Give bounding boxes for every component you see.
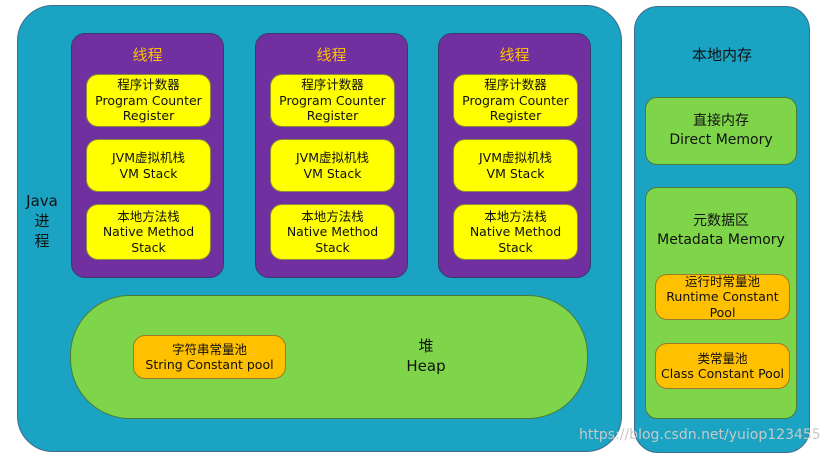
runtime-pool-cn: 运行时常量池 xyxy=(684,273,760,289)
vm-stack: JVM虚拟机栈 VM Stack xyxy=(270,139,395,192)
program-counter-en2: Register xyxy=(122,108,175,124)
direct-memory-en: Direct Memory xyxy=(669,132,773,148)
native-memory-title: 本地内存 xyxy=(691,46,752,64)
native-method-stack: 本地方法栈 Native Method Stack xyxy=(453,204,578,260)
program-counter-register: 程序计数器 Program Counter Register xyxy=(270,74,395,127)
native-stack-en2: Stack xyxy=(315,239,350,255)
native-method-stack: 本地方法栈 Native Method Stack xyxy=(270,204,395,260)
direct-memory-box: 直接内存 Direct Memory xyxy=(645,97,797,165)
metadata-memory-label: 元数据区 Metadata Memory xyxy=(646,212,796,250)
native-stack-en1: Native Method xyxy=(286,224,379,240)
class-pool-cn: 类常量池 xyxy=(697,350,748,366)
program-counter-en2: Register xyxy=(489,108,542,124)
direct-memory-cn: 直接内存 xyxy=(693,113,749,129)
native-method-stack: 本地方法栈 Native Method Stack xyxy=(86,204,211,260)
heap-region: 字符串常量池 String Constant pool 堆 Heap xyxy=(70,295,588,419)
heap-label: 堆 Heap xyxy=(376,336,476,376)
heap-label-en: Heap xyxy=(406,357,446,375)
native-stack-cn: 本地方法栈 xyxy=(301,208,364,224)
string-pool-cn: 字符串常量池 xyxy=(171,341,247,357)
vm-stack: JVM虚拟机栈 VM Stack xyxy=(86,139,211,192)
thread-box-2: 线程 程序计数器 Program Counter Register JVM虚拟机… xyxy=(255,33,408,278)
class-constant-pool: 类常量池 Class Constant Pool xyxy=(655,343,790,389)
program-counter-en2: Register xyxy=(306,108,359,124)
program-counter-cn: 程序计数器 xyxy=(117,77,180,93)
native-stack-en1: Native Method xyxy=(102,224,195,240)
thread-title: 线程 xyxy=(132,46,163,64)
string-pool-en: String Constant pool xyxy=(145,357,274,372)
metadata-memory-cn: 元数据区 xyxy=(693,213,749,229)
watermark-text: https://blog.csdn.net/yuiop123455 xyxy=(579,427,821,443)
vm-stack-cn: JVM虚拟机栈 xyxy=(295,150,370,165)
program-counter-register: 程序计数器 Program Counter Register xyxy=(86,74,211,127)
string-constant-pool: 字符串常量池 String Constant pool xyxy=(133,335,286,379)
java-process-label-line2: 进 xyxy=(34,212,50,230)
java-process-label: Java 进 程 xyxy=(22,191,62,251)
native-stack-en1: Native Method xyxy=(469,224,562,240)
runtime-pool-en1: Runtime Constant xyxy=(666,289,779,305)
runtime-constant-pool: 运行时常量池 Runtime Constant Pool xyxy=(655,274,790,320)
class-pool-en: Class Constant Pool xyxy=(661,366,784,381)
vm-stack-en: VM Stack xyxy=(303,165,362,181)
metadata-memory-en: Metadata Memory xyxy=(657,232,785,248)
vm-stack-en: VM Stack xyxy=(486,165,545,181)
metadata-memory-box: 元数据区 Metadata Memory 运行时常量池 Runtime Cons… xyxy=(645,187,797,419)
java-process-label-line1: Java xyxy=(26,192,58,210)
program-counter-en1: Program Counter xyxy=(279,92,386,108)
native-stack-cn: 本地方法栈 xyxy=(484,208,547,224)
vm-stack: JVM虚拟机栈 VM Stack xyxy=(453,139,578,192)
heap-label-cn: 堆 xyxy=(418,337,434,355)
runtime-pool-en2: Pool xyxy=(709,304,736,320)
java-process-label-line3: 程 xyxy=(34,232,50,250)
thread-title: 线程 xyxy=(499,46,530,64)
vm-stack-en: VM Stack xyxy=(119,165,178,181)
direct-memory-label: 直接内存 Direct Memory xyxy=(646,112,796,150)
native-stack-cn: 本地方法栈 xyxy=(117,208,180,224)
program-counter-cn: 程序计数器 xyxy=(301,77,364,93)
program-counter-en1: Program Counter xyxy=(462,92,569,108)
vm-stack-cn: JVM虚拟机栈 xyxy=(478,150,553,165)
thread-box-3: 线程 程序计数器 Program Counter Register JVM虚拟机… xyxy=(438,33,591,278)
native-stack-en2: Stack xyxy=(498,239,533,255)
vm-stack-cn: JVM虚拟机栈 xyxy=(111,150,186,165)
program-counter-cn: 程序计数器 xyxy=(484,77,547,93)
program-counter-register: 程序计数器 Program Counter Register xyxy=(453,74,578,127)
native-stack-en2: Stack xyxy=(131,239,166,255)
native-memory-container: 本地内存 直接内存 Direct Memory 元数据区 Metadata Me… xyxy=(634,6,810,453)
thread-title: 线程 xyxy=(316,46,347,64)
thread-box-1: 线程 程序计数器 Program Counter Register JVM虚拟机… xyxy=(71,33,224,278)
program-counter-en1: Program Counter xyxy=(95,92,202,108)
